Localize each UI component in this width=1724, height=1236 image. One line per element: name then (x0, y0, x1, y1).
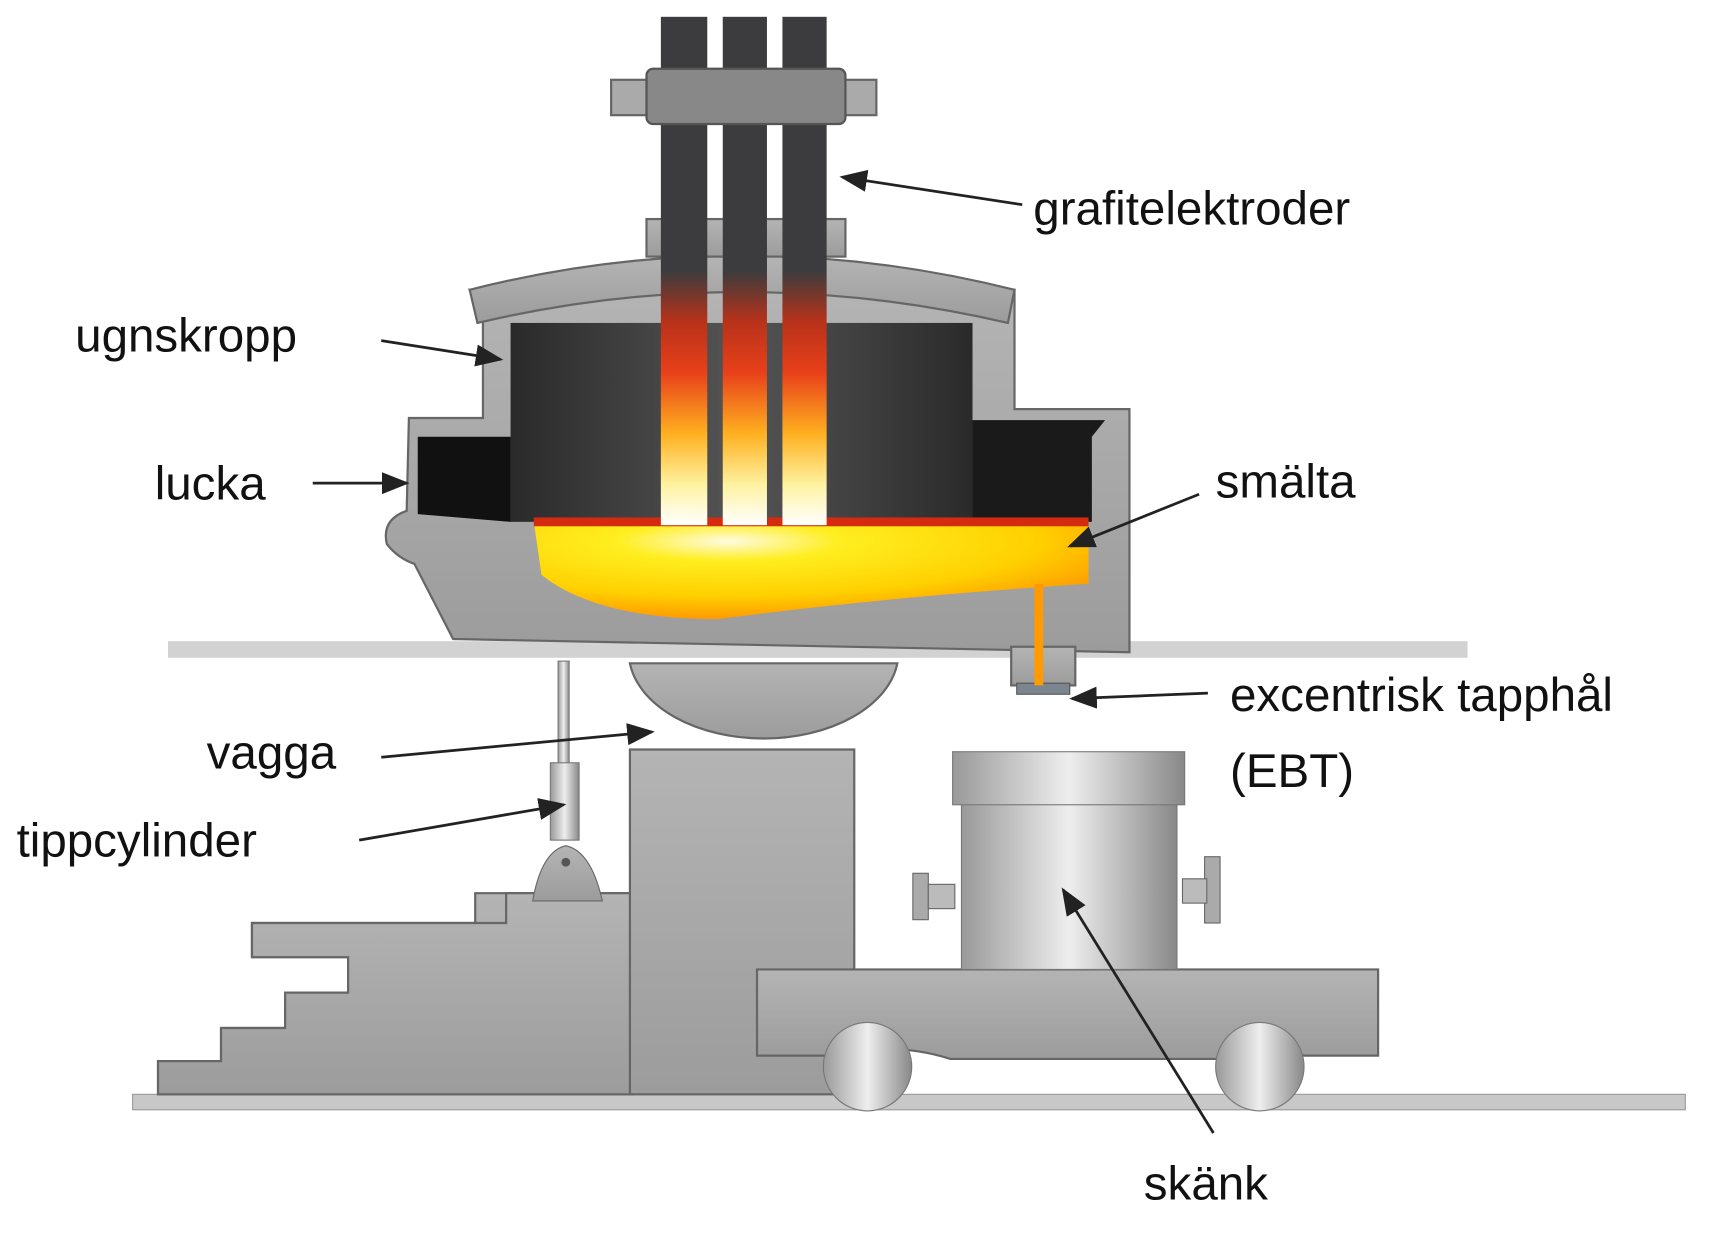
trunnion-left (927, 883, 956, 910)
trunnion-left-flange (912, 872, 929, 921)
wheel-right (1215, 1021, 1305, 1112)
label-smalta: smälta (1216, 456, 1357, 509)
rail (132, 1093, 1686, 1111)
working-platform-line (167, 641, 1468, 658)
arrow-smalta (1067, 492, 1200, 548)
ladle (960, 800, 1178, 970)
trunnion-right (1181, 878, 1208, 904)
rocker (628, 662, 899, 740)
arrow-grafitelektroder (839, 169, 1023, 207)
label-tippcylinder: tippcylinder (17, 815, 258, 868)
door-opening (417, 436, 511, 522)
label-vagga: vagga (207, 726, 337, 779)
label-ugnskropp: ugnskropp (75, 310, 297, 363)
tap-channel (1034, 583, 1044, 686)
label-excentrisk-tapphal: excentrisk tapphål (1230, 669, 1613, 722)
stairs-base (156, 892, 634, 1096)
electrode-clamp-ring (645, 67, 847, 126)
interior-right (972, 420, 1106, 522)
melt (533, 521, 1089, 620)
ladle-rim (952, 751, 1186, 806)
label-skank: skänk (1144, 1157, 1268, 1210)
arrow-ugnskropp (381, 339, 504, 367)
tilt-cylinder (549, 762, 580, 841)
cylinder-mount (532, 845, 603, 902)
arrow-vagga (381, 723, 655, 759)
label-grafitelektroder: grafitelektroder (1033, 183, 1350, 236)
tap-hole-gate (1016, 682, 1071, 695)
cylinder-pivot (561, 857, 571, 867)
label-ebt: (EBT) (1230, 745, 1354, 798)
label-lucka: lucka (155, 458, 266, 511)
arrow-tippcylinder (358, 798, 567, 842)
tap-hole-housing (1010, 645, 1077, 687)
cylinder-rod (557, 660, 570, 767)
wheel-left (822, 1021, 913, 1112)
arrow-skank (1061, 887, 1215, 1134)
arrow-ebt (1069, 686, 1208, 709)
